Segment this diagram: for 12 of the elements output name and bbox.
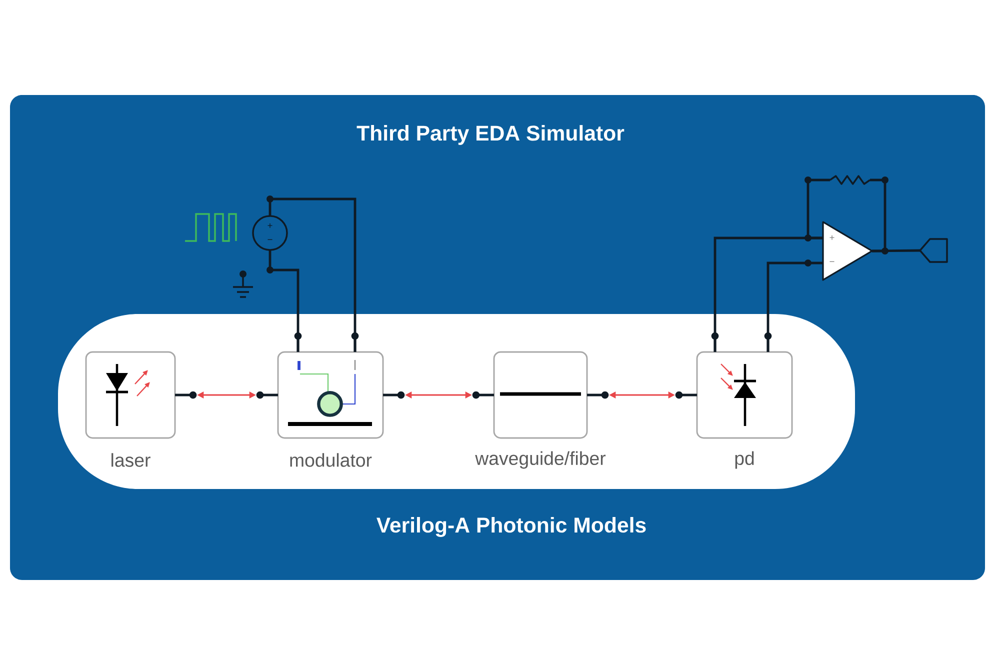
- resistor-symbol: [830, 175, 870, 185]
- wire: [872, 249, 920, 252]
- component-label: waveguide/fiber: [475, 451, 606, 469]
- group-label: Verilog-A Photonic Models: [376, 517, 646, 537]
- component-label: pd: [735, 451, 754, 469]
- panel-title: Third Party EDA Simulator: [356, 125, 624, 145]
- voltage-source: + −: [252, 215, 288, 251]
- op-amp: + −: [822, 221, 873, 281]
- wire: [806, 178, 830, 240]
- component-label: modulator: [290, 453, 372, 467]
- component-label: laser: [112, 453, 150, 467]
- output-terminal: [919, 238, 948, 263]
